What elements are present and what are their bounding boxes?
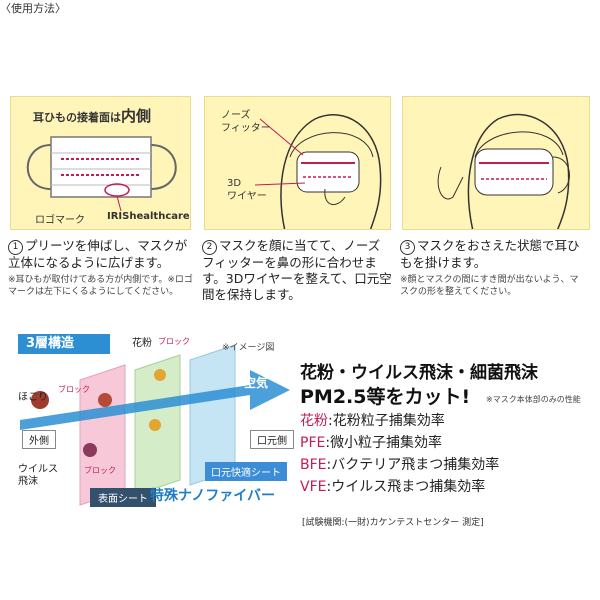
step1-note: ※耳ひもが取付けてある方が内側です。※ロゴマークは左下にくるようにしてください。 [8, 275, 193, 297]
step3-note: ※顔とマスクの間にすき間が出ないよう、マスクの形を整えてください。 [400, 275, 579, 297]
logo-mark-label: ロゴマーク [35, 215, 85, 226]
headline-line1: 花粉・ウイルス飛沫・細菌飛沫 [300, 363, 538, 383]
mouth-side-label: 口元側 [250, 430, 294, 449]
efficiency-row-vfe: VFE:ウイルス飛まつ捕集効率 [300, 479, 486, 495]
step3-number: 3 [400, 240, 415, 255]
step2-illustration-panel: ノーズ フィッター 3D ワイヤー [204, 96, 391, 230]
headline-note: ※マスク本体部のみの性能 [486, 395, 581, 404]
surface-sheet-label: 表面シート [90, 488, 156, 507]
step1-number: 1 [8, 240, 23, 255]
headline-line2: PM2.5等をカット! [300, 386, 471, 408]
outside-label: 外側 [22, 430, 56, 449]
nose-fitter-label: ノーズ フィッター [221, 110, 271, 134]
efficiency-row-pollen: 花粉:花粉粒子捕集効率 [300, 413, 445, 429]
wire-label: 3D ワイヤー [227, 178, 267, 202]
efficiency-row-bfe: BFE:バクテリア飛まつ捕集効率 [300, 457, 500, 473]
ear-loop-illustration [437, 113, 570, 229]
test-footnote: [試験機関:(一財)カケンテストセンター 測定] [302, 518, 484, 528]
pollen-label: 花粉 [132, 338, 152, 349]
brand-logo: IRIShealthcare [107, 211, 190, 222]
block-tag-virus: ブロック [84, 466, 116, 475]
step3-illustration-panel [402, 96, 590, 230]
layer-structure-diagram [20, 344, 290, 506]
mask-flat-illustration [26, 136, 177, 212]
step1-illustration-panel: 耳ひもの接着面は内側 ロゴマーク IRIShealthcare [10, 96, 191, 230]
mouth-sheet-label: 口元快適シート [205, 462, 287, 481]
dust-label: ほこり [18, 392, 48, 403]
panel1-heading: 耳ひもの接着面は内側 [33, 107, 152, 125]
usage-title: 〈使用方法〉 [0, 2, 66, 15]
efficiency-row-pfe: PFE:微小粒子捕集効率 [300, 435, 443, 451]
virus-label: ウイルス 飛沫 [18, 464, 58, 487]
block-tag-pollen: ブロック [158, 337, 190, 346]
image-note: ※イメージ図 [222, 343, 275, 353]
step2-number: 2 [202, 240, 217, 255]
nano-fiber-label: 特殊ナノファイバー [150, 488, 276, 504]
three-layer-badge: 3層構造 [18, 334, 110, 354]
block-tag-dust: ブロック [58, 385, 90, 394]
face-fitting-illustration [254, 114, 382, 229]
air-label: 空気 [244, 376, 269, 390]
